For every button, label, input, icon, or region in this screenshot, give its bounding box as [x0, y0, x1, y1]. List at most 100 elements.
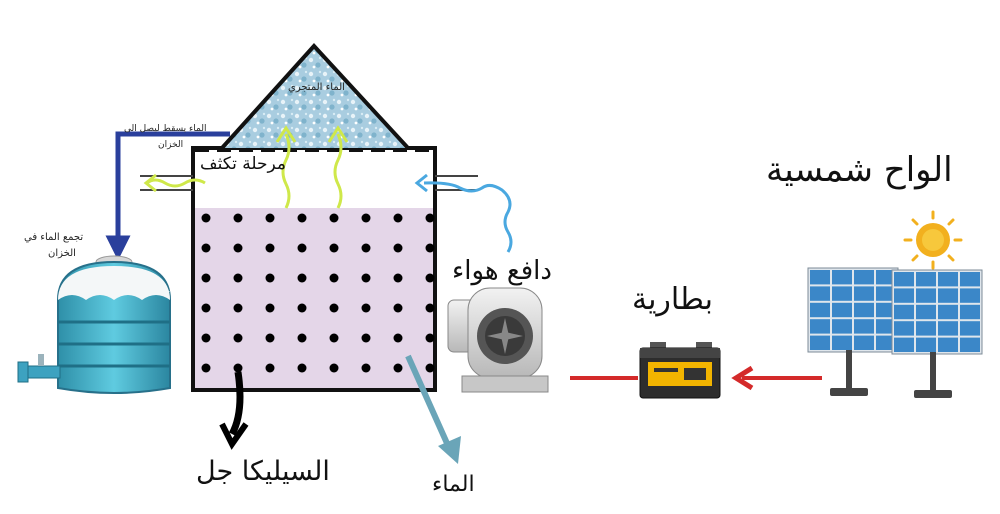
silica-bead	[393, 213, 403, 223]
solar-cell	[960, 321, 980, 336]
sun-icon	[903, 210, 963, 270]
silica-bead	[425, 333, 435, 343]
silica-gel-bed	[195, 208, 433, 388]
solar-cell	[916, 304, 936, 320]
solar-cell	[894, 272, 914, 287]
silica-bead	[265, 273, 275, 283]
solar-cell	[810, 270, 830, 285]
solar-cell	[810, 302, 830, 318]
power-wires	[570, 365, 822, 391]
silica-bead	[201, 303, 211, 313]
silica-bead	[297, 273, 307, 283]
silica-bead	[361, 243, 371, 253]
solar-cell	[938, 272, 958, 287]
silica-bead	[265, 333, 275, 343]
drain-pipe	[105, 131, 230, 261]
solar-cell	[960, 337, 980, 352]
silica-bead	[201, 243, 211, 253]
roof-water-label: الماء المتجري	[288, 82, 345, 93]
battery-icon	[639, 342, 721, 399]
silica-bead	[393, 273, 403, 283]
silica-bead	[265, 303, 275, 313]
silica-bead	[425, 303, 435, 313]
silica-bead	[201, 333, 211, 343]
adsorption-chamber	[191, 146, 437, 392]
roof-crystals	[222, 46, 408, 148]
tank-collect-label-line1: تجمع الماء في	[24, 232, 84, 243]
solar-cell	[916, 288, 936, 303]
silica-bead	[233, 303, 243, 313]
solar-cell	[938, 304, 958, 320]
silica-bead	[329, 333, 339, 343]
silica-bead	[297, 243, 307, 253]
solar-cell	[876, 286, 896, 301]
silica-bead	[201, 363, 211, 373]
silica-bead	[297, 213, 307, 223]
solar-cell	[938, 288, 958, 303]
silica-bead	[329, 213, 339, 223]
solar-cell	[894, 288, 914, 303]
silica-bead	[233, 273, 243, 283]
silica-bead	[233, 213, 243, 223]
vapor-arrows	[275, 125, 349, 209]
solar-cell	[854, 335, 874, 350]
silica-bead	[425, 363, 435, 373]
silica-bead	[425, 243, 435, 253]
silica-bead	[393, 333, 403, 343]
solar-cell	[832, 319, 852, 334]
solar-cell	[876, 319, 896, 334]
solar-cell	[916, 321, 936, 336]
silica-bead	[393, 363, 403, 373]
pipe-water-label-line2: الخزان	[158, 140, 184, 150]
condensation-stage-label: مرحلة تكثف	[200, 154, 286, 174]
solar-cell	[876, 335, 896, 350]
solar-cell	[938, 321, 958, 336]
silica-bead	[297, 363, 307, 373]
condensation-roof	[195, 43, 433, 152]
solar-cell	[832, 335, 852, 350]
air-blower-label: دافع هواء	[452, 256, 552, 286]
water-tank-icon	[17, 255, 171, 394]
silica-bead	[329, 243, 339, 253]
silica-bead	[233, 333, 243, 343]
solar-cell	[832, 270, 852, 285]
solar-cell	[960, 288, 980, 303]
vapor-outlet-arrow	[140, 173, 206, 193]
silica-bead	[425, 213, 435, 223]
silica-bead	[361, 363, 371, 373]
solar-cell	[876, 270, 896, 285]
solar-cell	[810, 286, 830, 301]
silica-gel-label: السيليكا جل	[196, 456, 330, 487]
solar-panel-icon	[807, 267, 983, 398]
silica-bead	[393, 303, 403, 313]
silica-bead	[265, 243, 275, 253]
pipe-water-label-line1: الماء يسقط ليصل الى	[124, 124, 207, 134]
silica-bead	[361, 213, 371, 223]
solar-cell	[960, 272, 980, 287]
solar-cell	[960, 304, 980, 320]
solar-cell	[832, 286, 852, 301]
battery-label: بطارية	[632, 282, 714, 317]
silica-bead	[265, 213, 275, 223]
solar-cell	[894, 304, 914, 320]
solar-cell	[894, 321, 914, 336]
solar-cell	[854, 270, 874, 285]
solar-cell	[854, 286, 874, 301]
silica-bead	[329, 363, 339, 373]
silica-bead	[297, 333, 307, 343]
solar-cell	[938, 337, 958, 352]
silica-bead	[233, 243, 243, 253]
solar-cell	[810, 335, 830, 350]
air-inlet-arrow	[414, 173, 513, 253]
silica-bead	[361, 273, 371, 283]
silica-bead	[393, 243, 403, 253]
solar-panels-label: الواح شمسية	[766, 150, 953, 190]
silica-bead	[265, 363, 275, 373]
solar-cell	[810, 319, 830, 334]
silica-bead	[201, 213, 211, 223]
silica-bead	[201, 273, 211, 283]
silica-bead	[233, 363, 243, 373]
silica-bead	[361, 333, 371, 343]
solar-cell	[916, 272, 936, 287]
